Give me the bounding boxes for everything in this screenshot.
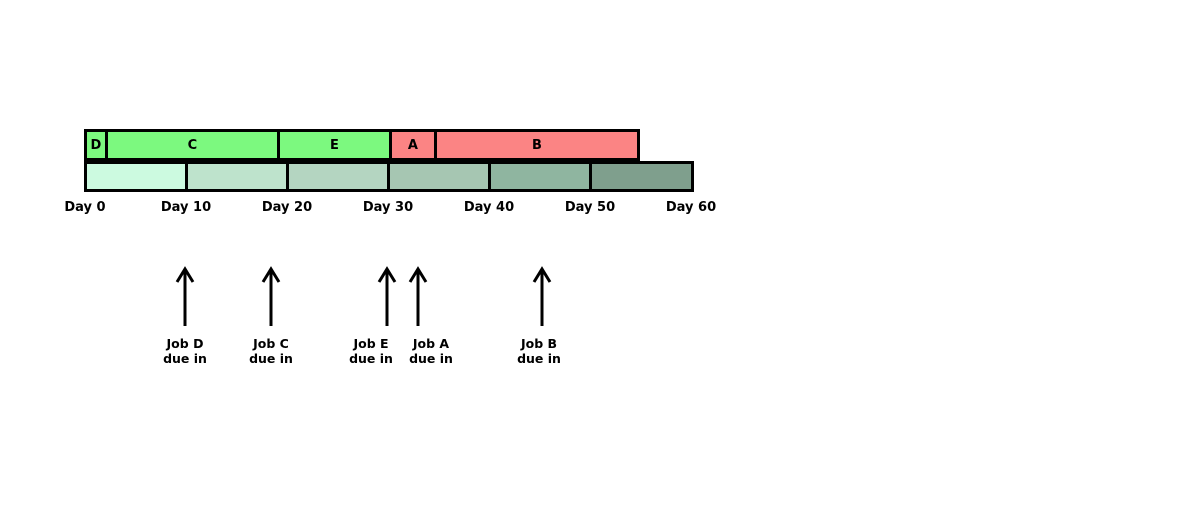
due-date-caption-job-a: Job A due in bbox=[409, 336, 453, 366]
due-caption-line1: Job C bbox=[253, 336, 289, 351]
due-date-caption-job-e: Job E due in bbox=[349, 336, 393, 366]
job-block-label: C bbox=[187, 137, 198, 153]
due-date-caption-job-b: Job B due in bbox=[517, 336, 561, 366]
timeline-segment-40-50 bbox=[488, 161, 592, 192]
due-caption-line2: due in bbox=[409, 351, 453, 366]
job-block-e[interactable]: E bbox=[277, 129, 392, 161]
due-date-arrow-job-e bbox=[376, 266, 398, 326]
up-arrow-icon bbox=[532, 266, 552, 326]
due-date-arrow-job-d bbox=[174, 266, 196, 326]
job-block-d[interactable]: D bbox=[84, 129, 108, 161]
up-arrow-icon bbox=[408, 266, 428, 326]
due-caption-line1: Job B bbox=[520, 336, 558, 351]
due-caption-line1: Job A bbox=[412, 336, 450, 351]
due-date-arrow-job-c bbox=[260, 266, 282, 326]
axis-label-day-0: Day 0 bbox=[64, 200, 106, 215]
job-block-a[interactable]: A bbox=[389, 129, 437, 161]
axis-label-day-60: Day 60 bbox=[665, 200, 717, 215]
due-date-arrow-job-b bbox=[531, 266, 553, 326]
job-block-label: B bbox=[531, 137, 543, 153]
job-block-label: E bbox=[329, 137, 340, 153]
timeline-segment-50-60 bbox=[589, 161, 694, 192]
axis-label-day-10: Day 10 bbox=[160, 200, 212, 215]
due-caption-line2: due in bbox=[249, 351, 293, 366]
due-caption-line2: due in bbox=[349, 351, 393, 366]
job-block-label: D bbox=[90, 137, 102, 153]
timeline-segment-0-10 bbox=[84, 161, 188, 192]
due-caption-line2: due in bbox=[163, 351, 207, 366]
due-date-arrow-job-a bbox=[407, 266, 429, 326]
axis-label-day-40: Day 40 bbox=[463, 200, 515, 215]
due-caption-line1: Job E bbox=[353, 336, 389, 351]
due-caption-line1: Job D bbox=[166, 336, 204, 351]
job-block-c[interactable]: C bbox=[105, 129, 280, 161]
timeline-segment-30-40 bbox=[387, 161, 491, 192]
up-arrow-icon bbox=[261, 266, 281, 326]
axis-label-day-50: Day 50 bbox=[564, 200, 616, 215]
up-arrow-icon bbox=[377, 266, 397, 326]
timeline-segment-10-20 bbox=[185, 161, 289, 192]
timeline-segment-20-30 bbox=[286, 161, 390, 192]
up-arrow-icon bbox=[175, 266, 195, 326]
due-date-caption-job-d: Job D due in bbox=[163, 336, 207, 366]
job-block-label: A bbox=[407, 137, 419, 153]
due-date-caption-job-c: Job C due in bbox=[249, 336, 293, 366]
job-block-b[interactable]: B bbox=[434, 129, 640, 161]
axis-label-day-20: Day 20 bbox=[261, 200, 313, 215]
axis-label-day-30: Day 30 bbox=[362, 200, 414, 215]
due-caption-line2: due in bbox=[517, 351, 561, 366]
